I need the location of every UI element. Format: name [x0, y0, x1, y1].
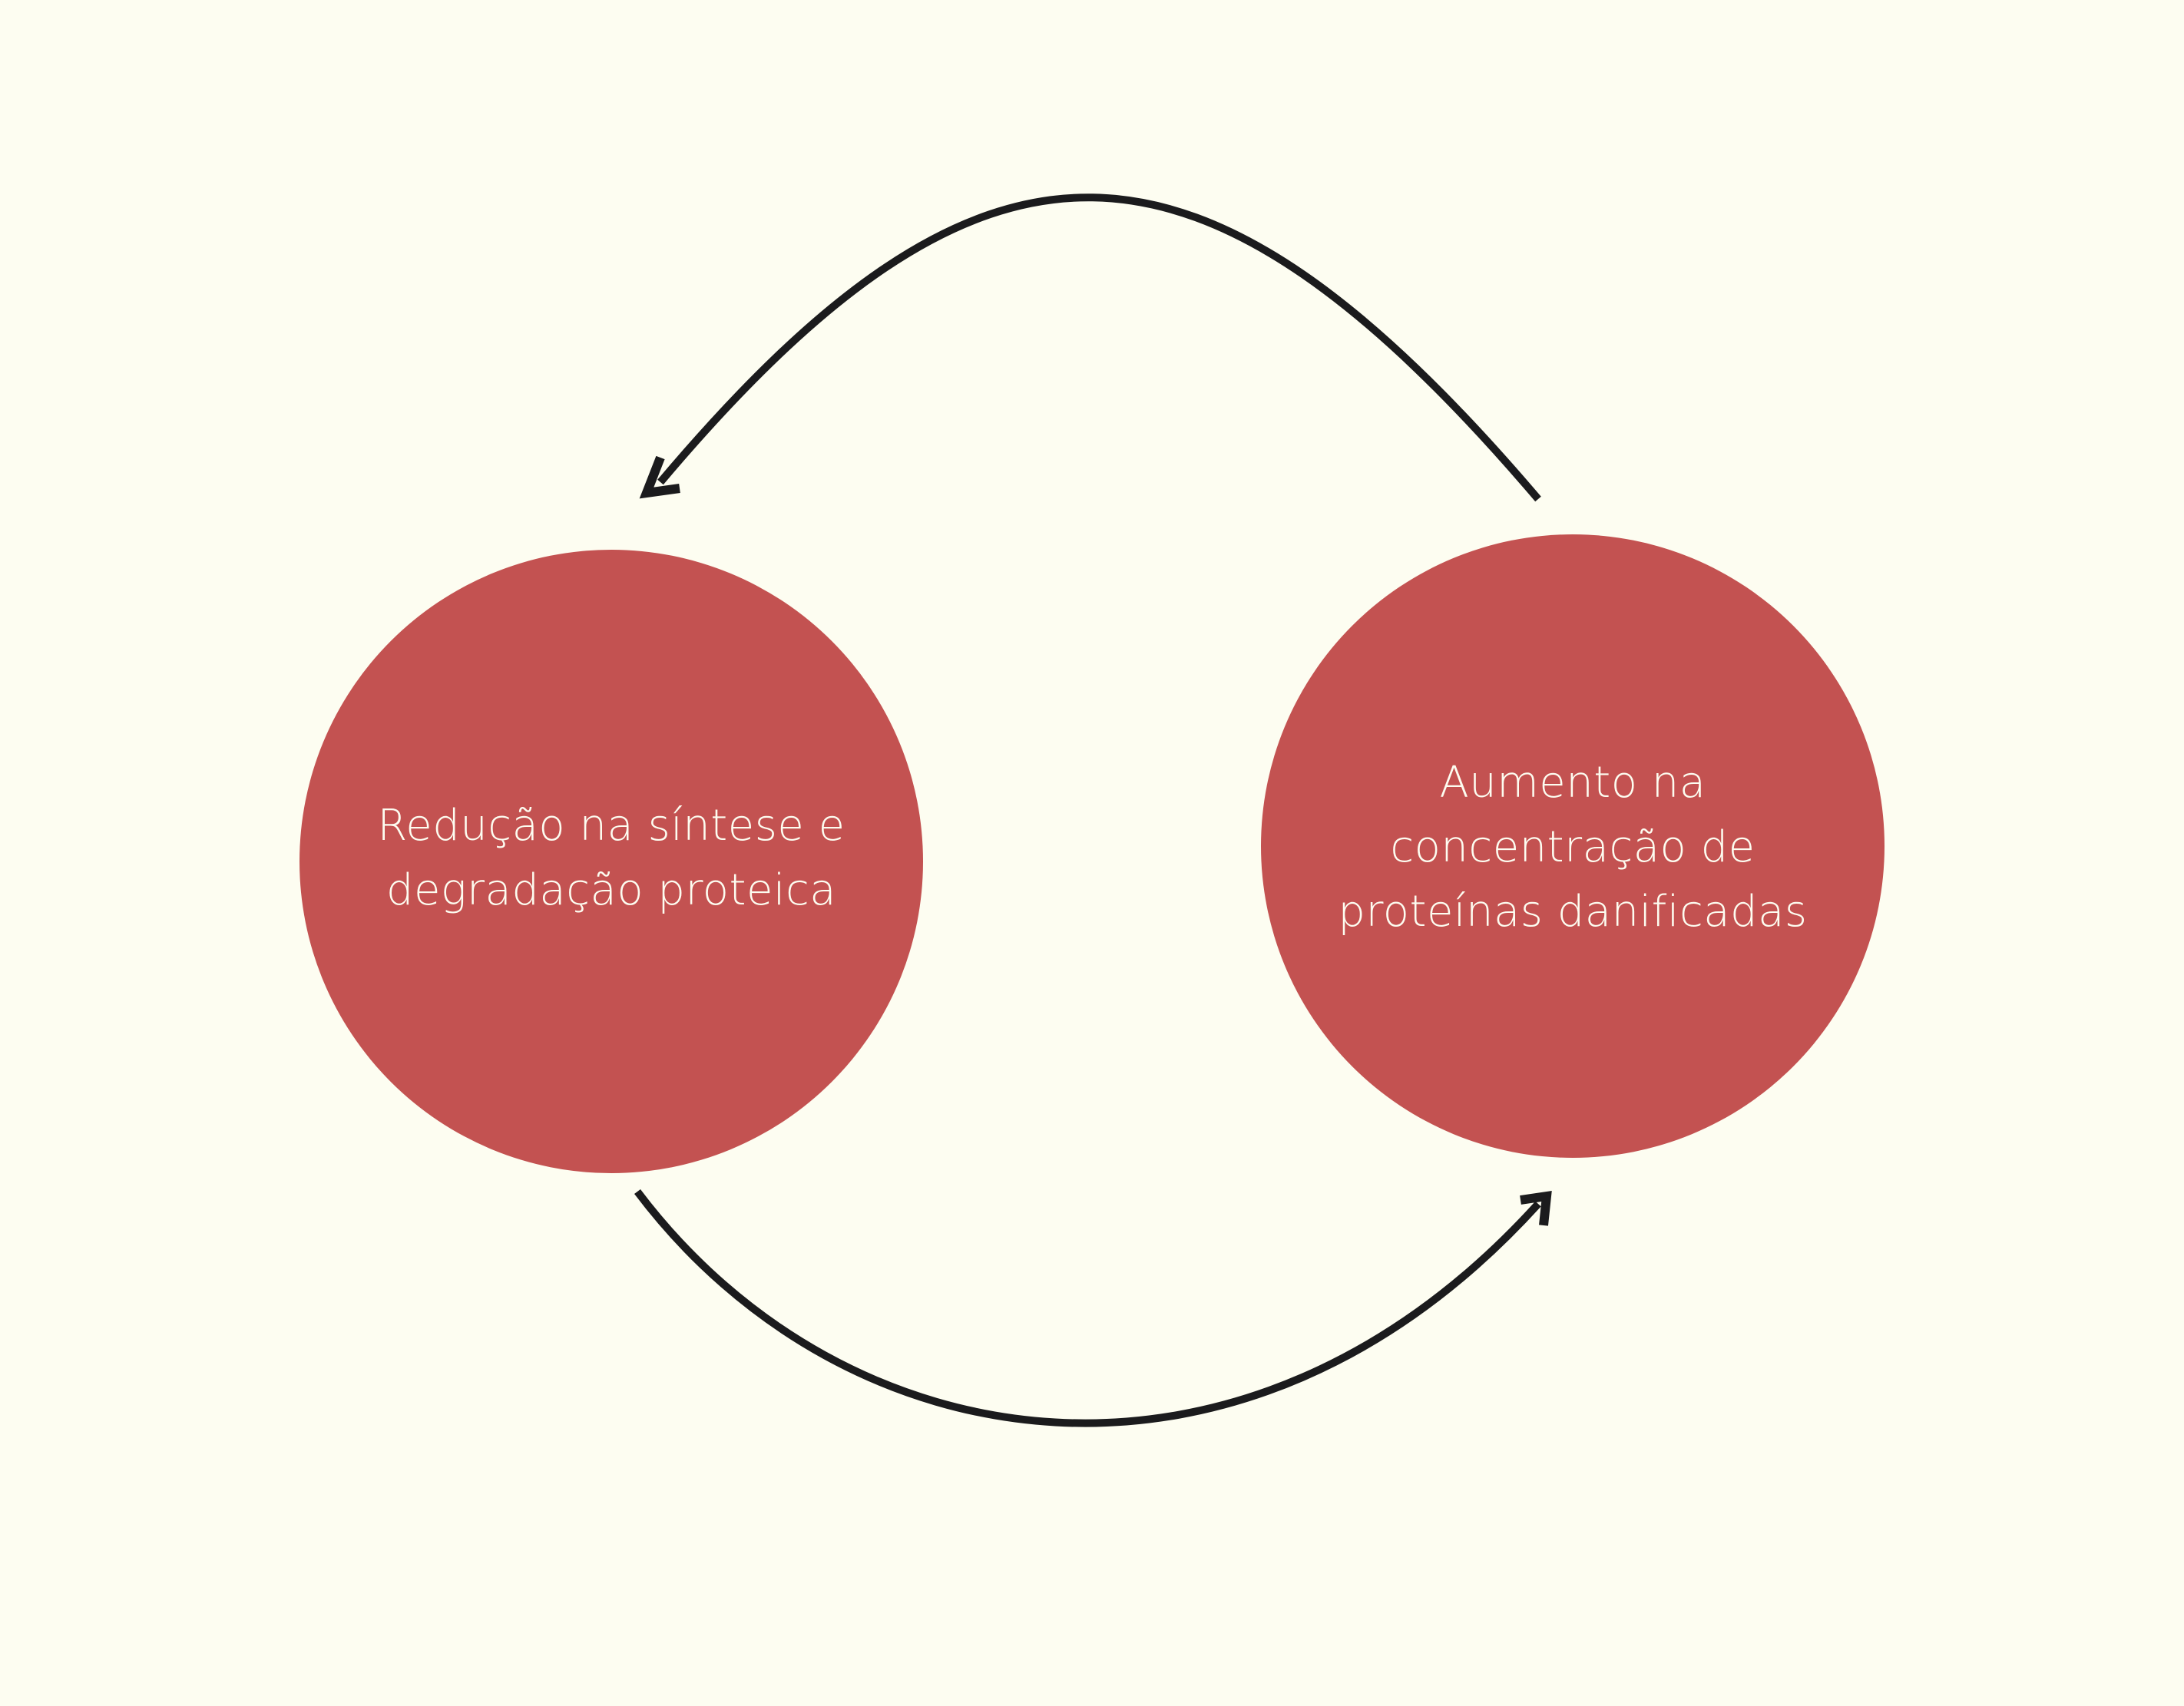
arrow-head-top	[639, 455, 680, 499]
node-label: Redução na síntese e degradação proteica	[377, 801, 845, 915]
node-damaged-protein-increase: Aumento na concentração de proteínas dan…	[1261, 534, 1885, 1158]
arrow-bottom-arc	[634, 1189, 1541, 1427]
node-label: Aumento na concentração de proteínas dan…	[1338, 758, 1808, 937]
arrow-top-arc	[657, 193, 1541, 502]
node-protein-synthesis-reduction: Redução na síntese e degradação proteica	[299, 550, 923, 1173]
arrow-head-bottom	[1520, 1190, 1552, 1226]
